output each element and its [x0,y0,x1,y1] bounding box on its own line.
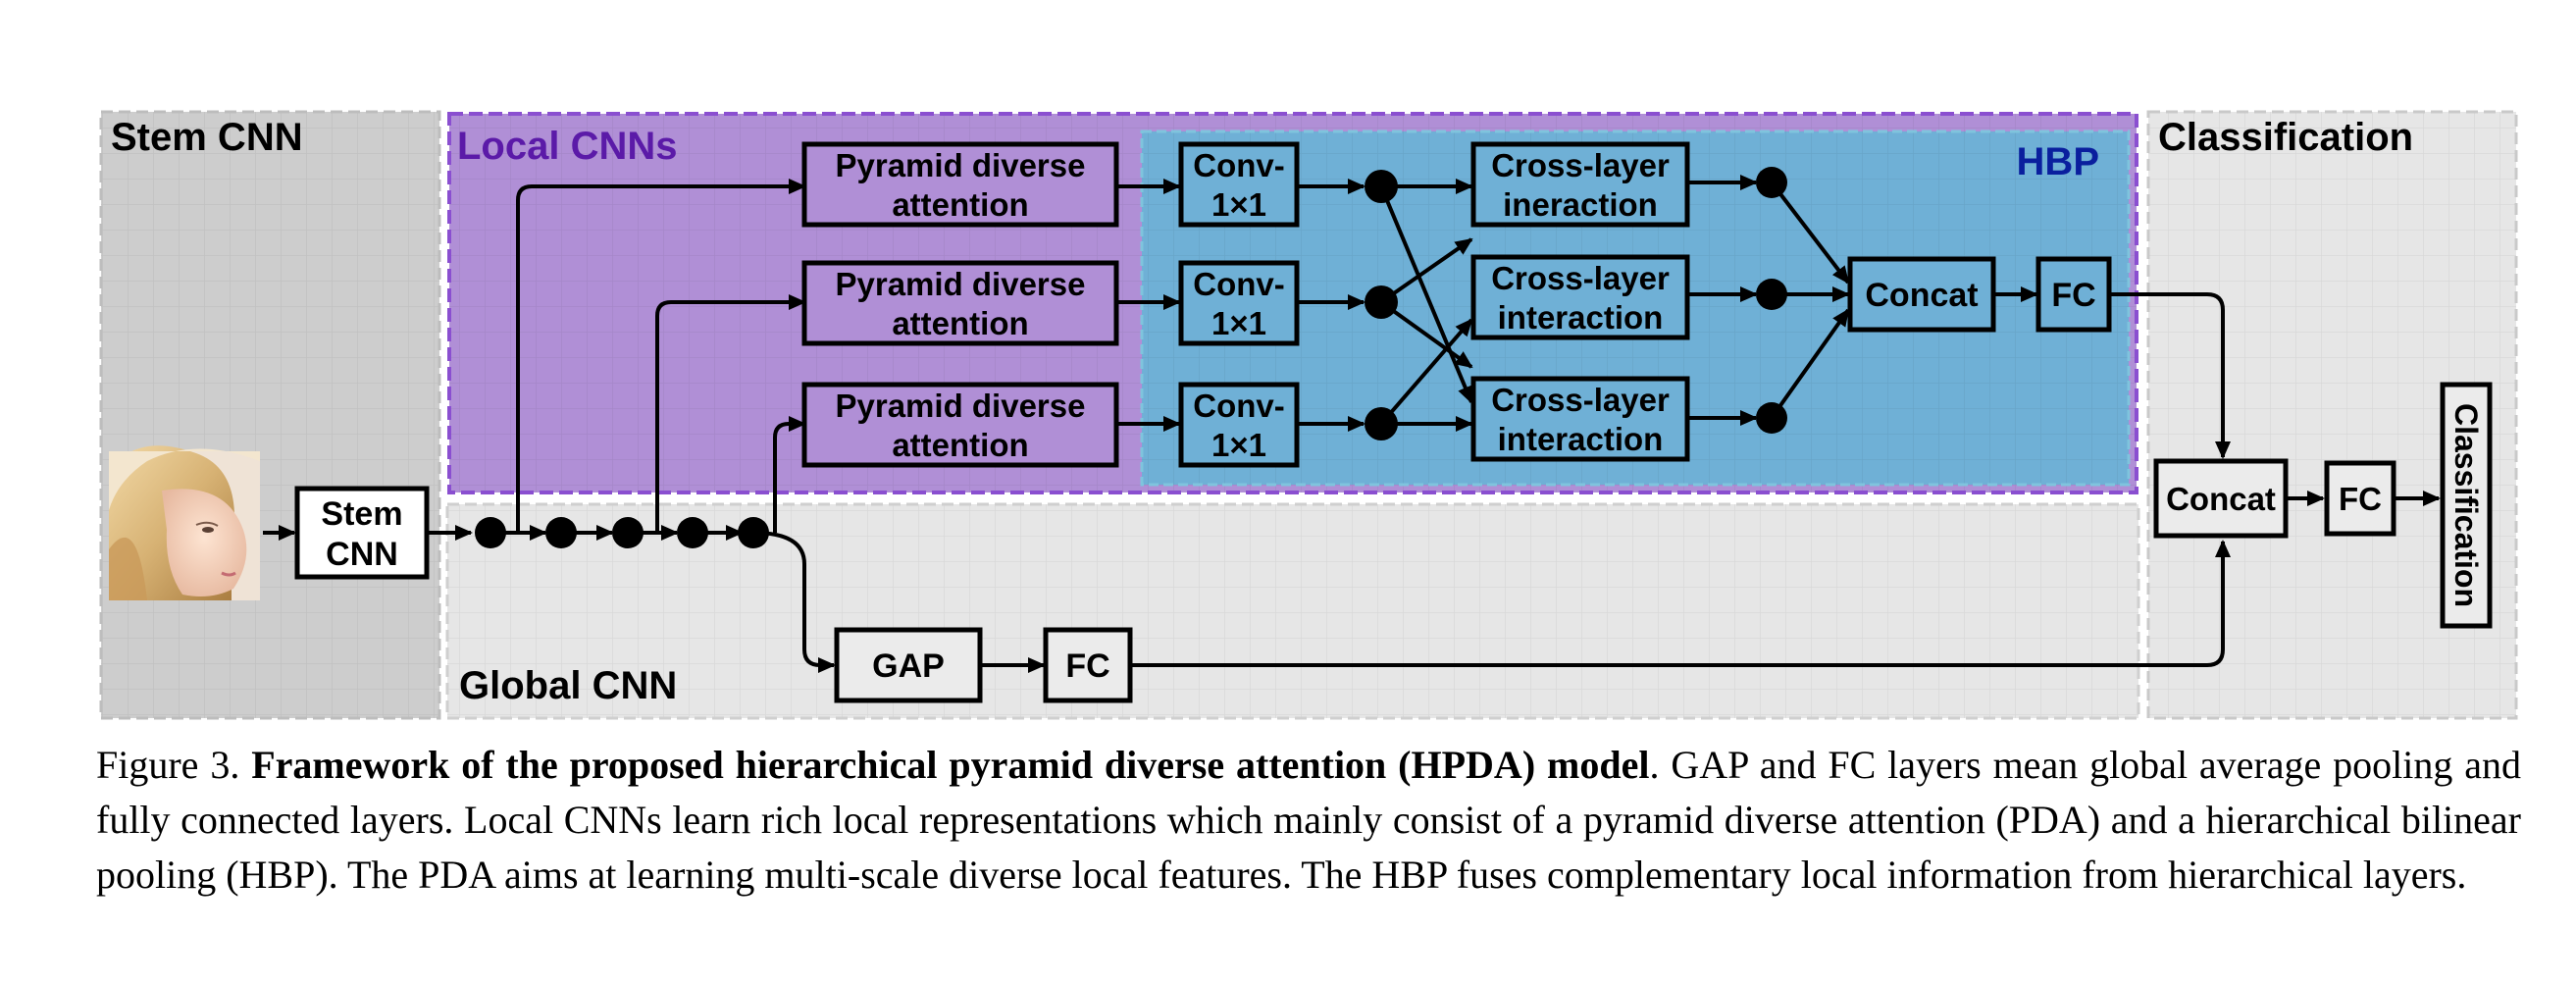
pda-block-1-line2: attention [892,186,1028,223]
gap-block: GAP [834,627,983,703]
conv-block-1-line1: Conv- [1193,147,1285,183]
stem-dot-1 [475,517,506,548]
hbp-fc-label: FC [2051,277,2095,314]
cli-dot-1 [1756,167,1787,198]
junction-dots [475,167,1787,548]
caption-bold-title: Framework of the proposed hierarchical p… [251,743,1650,787]
conv-block-3-line2: 1×1 [1211,427,1266,463]
stem-dot-4 [677,517,708,548]
conv-block-3: Conv- 1×1 [1178,382,1300,468]
cross-layer-block-3-line2: interaction [1498,421,1664,457]
input-face-image [109,445,260,600]
pda-block-1: Pyramid diverse attention [801,141,1119,228]
conv-dot-1 [1365,170,1398,203]
cli-dot-3 [1756,402,1787,434]
final-concat-block: Concat [2153,458,2289,539]
conv-block-2: Conv- 1×1 [1178,260,1300,346]
final-fc-block: FC [2324,460,2396,537]
hbp-concat-label: Concat [1865,277,1978,314]
connectors [263,175,2441,673]
cross-layer-block-1-line2: ineraction [1503,186,1658,223]
pda-block-2: Pyramid diverse attention [801,260,1119,346]
cross-layer-block-1-line1: Cross-layer [1491,147,1670,183]
conv-dot-3 [1365,407,1398,440]
final-fc-label: FC [2339,481,2382,517]
local-cnns-title: Local CNNs [457,125,678,168]
cross-layer-block-1: Cross-layer ineraction [1470,141,1690,228]
global-cnn-title: Global CNN [459,664,677,707]
conv-block-1-line2: 1×1 [1211,186,1266,223]
classification-output-label: Classification [2448,403,2484,607]
cli-dot-2 [1756,279,1787,310]
cross-layer-block-2-line1: Cross-layer [1491,260,1670,296]
cross-layer-block-3-line1: Cross-layer [1491,382,1670,418]
pda-block-1-line1: Pyramid diverse [836,147,1086,183]
cross-layer-block-2: Cross-layer interaction [1470,254,1690,340]
pda-block-3-line1: Pyramid diverse [836,388,1086,424]
caption-prefix: Figure 3. [96,743,252,787]
global-fc-label: FC [1065,647,1109,685]
pda-block-3-line2: attention [892,427,1028,463]
global-fc-block: FC [1043,627,1133,703]
hbp-fc-block: FC [2035,256,2112,333]
conv-block-2-line2: 1×1 [1211,305,1266,341]
conv-dot-2 [1365,285,1398,319]
conv-block-1: Conv- 1×1 [1178,141,1300,228]
stem-dot-3 [612,517,644,548]
pda-block-3: Pyramid diverse attention [801,382,1119,468]
stem-cnn-block-line2: CNN [326,536,398,573]
classification-title: Classification [2158,116,2413,159]
stem-cnn-block-line1: Stem [321,495,402,533]
stem-dot-5 [738,517,769,548]
cross-layer-block-3: Cross-layer interaction [1470,376,1690,462]
pda-block-2-line1: Pyramid diverse [836,266,1086,302]
stem-cnn-block: Stem CNN [294,486,430,580]
stem-region [99,110,441,720]
classification-output-block: Classification [2440,382,2493,629]
figure-caption: Figure 3. Framework of the proposed hier… [96,738,2521,903]
hbp-concat-block: Concat [1847,256,1996,333]
caption-body: . GAP and FC layers mean global average … [96,743,2522,897]
gap-label: GAP [872,647,945,685]
hbp-title: HBP [2017,140,2099,183]
stem-dot-2 [545,517,577,548]
conv-block-3-line1: Conv- [1193,388,1285,424]
cross-layer-block-2-line2: interaction [1498,299,1664,336]
conv-block-2-line1: Conv- [1193,266,1285,302]
stem-cnn-title: Stem CNN [111,116,303,159]
pda-block-2-line2: attention [892,305,1028,341]
final-concat-label: Concat [2166,481,2276,517]
